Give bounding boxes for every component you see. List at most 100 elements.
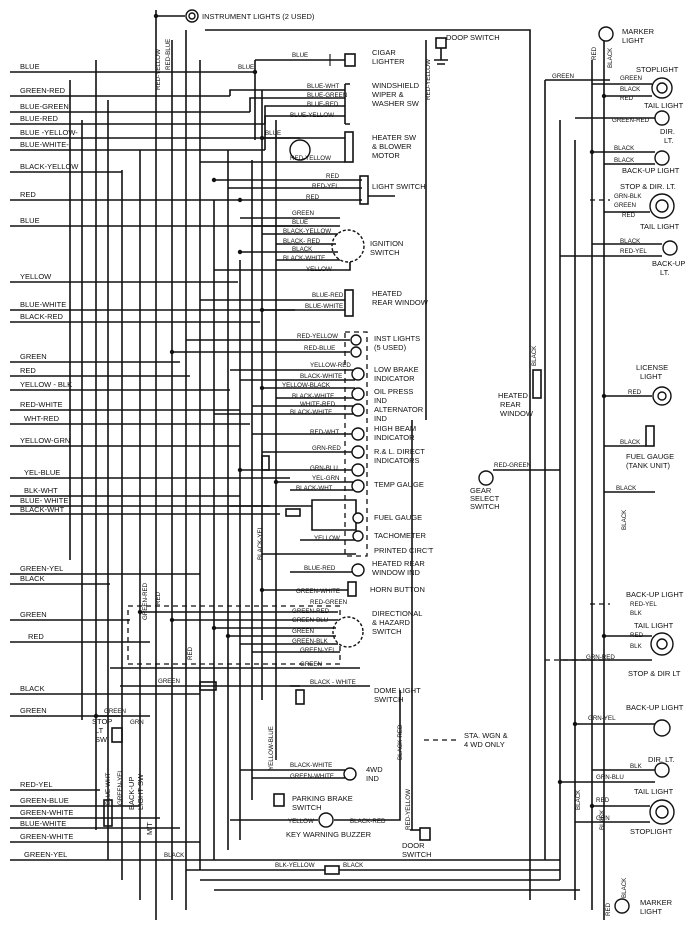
wire-label: GRN-YEL — [588, 715, 616, 722]
wire-label: GREEN-YEL — [24, 850, 67, 859]
backup-light-sw-label-2: LIGHT SW — [136, 773, 145, 810]
wire-label: BLACK- RED — [283, 238, 321, 245]
wire-label: BLK — [630, 643, 643, 650]
instrument-lights-label: INSTRUMENT LIGHTS (2 USED) — [202, 12, 315, 21]
wire-label: BLUE-RED — [312, 292, 344, 299]
stoplight-top-label: STOPLIGHT — [636, 65, 679, 74]
rbl-label-2: INDICATORS — [374, 456, 420, 465]
fuel-tank-label-2: (TANK UNIT) — [626, 461, 671, 470]
wire-label: GREEN — [620, 75, 642, 82]
wire-label: YELLOW — [314, 535, 340, 542]
wire-label: BLACK-YEL — [257, 525, 264, 560]
backup-lt-label-2: LT. — [660, 268, 669, 277]
inst-lights-label-1: INST LIGHTS — [374, 334, 420, 343]
heated-rear-ind-label-1: HEATED REAR — [372, 559, 425, 568]
wire-label: BLACK-WHITE — [292, 393, 334, 400]
right-feeds — [560, 83, 662, 823]
parking-brake-label-2: SWITCH — [292, 803, 322, 812]
wire-label: RED — [155, 591, 162, 605]
wire-label: GREEN — [158, 678, 180, 685]
license-label-1: LICENSE — [636, 363, 668, 372]
cigar-label-1: CIGAR — [372, 48, 396, 57]
wire-label: BLUE — [20, 216, 40, 225]
hrw-right-label-2: REAR — [500, 400, 521, 409]
gear-select-label-3: SWITCH — [470, 502, 500, 511]
wire-label: BLACK — [599, 809, 606, 830]
door-switch-bottom-label-2: SWITCH — [402, 850, 432, 859]
wire-label: BLACK-WHITE — [290, 762, 332, 769]
high-beam-label-2: INDICATOR — [374, 433, 415, 442]
wire-label: GREEN-WHITE — [296, 588, 340, 595]
wire-label: BLACK-YELLOW — [20, 162, 79, 171]
wiper-label-1: WINDSHIELD — [372, 81, 420, 90]
wire-label: BLACK-RED — [20, 312, 64, 321]
wire-label: RED — [628, 389, 642, 396]
wire-label: BLUE-WHT — [307, 83, 340, 90]
ignition-label-1: IGNITION — [370, 239, 403, 248]
hrw-right-label-1: HEATED — [498, 391, 528, 400]
stop-dir-top-label: STOP & DIR. LT. — [620, 182, 676, 191]
wire-label: GREEN-BLUE — [20, 796, 69, 805]
wire-label: GREEN-YEL — [117, 769, 124, 805]
parking-brake-and-buzzer: PARKING BRAKE SWITCH YELLOW BLACK-RED BL… — [230, 690, 404, 839]
heater-label-3: MOTOR — [372, 151, 400, 160]
horn-button: GREEN-WHITE HORN BUTTON — [262, 581, 425, 597]
wire-label: RED — [187, 646, 194, 660]
heated-rear-window: BLUE-RED BLUE-WHITE HEATED REAR WINDOW — [200, 289, 429, 317]
wire-label: RED-YELLOW — [297, 333, 338, 340]
wire-label: BLUE-RED — [304, 565, 336, 572]
tail-light2-label: TAIL LIGHT — [640, 222, 680, 231]
directional-label-1: DIRECTIONAL — [372, 609, 422, 618]
door-switch-top-label: DOOP SWITCH — [446, 33, 500, 42]
wire-label: GREEN-BLK — [292, 638, 329, 645]
sta-wgn-label-1: STA. WGN & — [464, 731, 508, 740]
wire-label: BLACK — [620, 238, 641, 245]
wire-label: WHT-RED — [24, 414, 60, 423]
wire-label: GRN — [596, 815, 610, 822]
wire-label: GREEN — [300, 661, 322, 668]
license-label-2: LIGHT — [640, 372, 663, 381]
wire-label: RED-YELLOW — [290, 155, 331, 162]
heated-rear-ind-label-2: WINDOW IND — [372, 568, 420, 577]
wire-label: BLACK — [575, 789, 582, 810]
wire-label: GREEN-RED — [292, 608, 330, 615]
directional-hazard-switch: RED-GREEN GREEN-RED GREEN-BLU GREEN GREE… — [110, 582, 422, 669]
stop-dir-r2-label: STOP & DIR LT — [628, 669, 681, 678]
left-feeds — [10, 71, 300, 861]
hrw-right-label-3: WINDOW — [500, 409, 534, 418]
wire-label: WHITE-RED — [300, 401, 336, 408]
fourwd-indicator: BLACK-WHITE GREEN-WHITE YELLOW-BLUE 4WD … — [240, 726, 508, 783]
wire-label: BLACK — [20, 574, 45, 583]
marker-bottom-label-1: MARKER — [640, 898, 673, 907]
fourwd-label-1: 4WD — [366, 765, 383, 774]
backup-lt-label-1: BACK-UP — [652, 259, 685, 268]
heater-label-2: & BLOWER — [372, 142, 412, 151]
wire-label: BLK — [630, 610, 643, 617]
wire-label: BLACK — [621, 877, 628, 898]
gear-select-label-1: GEAR — [470, 486, 492, 495]
heated-rear-window-label-1: HEATED — [372, 289, 402, 298]
cigar-label-2: LIGHTER — [372, 57, 405, 66]
wire-label: BLUE-WHITE- — [20, 140, 69, 149]
wire-label: BLACK — [607, 47, 614, 68]
wire-label: BLACK — [531, 345, 538, 366]
wire-label: YELLOW — [288, 818, 314, 825]
wire-label: RED — [20, 366, 36, 375]
light-switch: RED RED-YEL RED LIGHT SWITCH — [214, 173, 426, 205]
wire-label: BLACK-WHT — [20, 505, 65, 514]
fuel-gauge-label: FUEL GAUGE — [374, 513, 422, 522]
wire-label: BLACK — [614, 157, 635, 164]
backup-top-label: BACK-UP LIGHT — [622, 166, 680, 175]
wire-label: YELLOW-GRN — [20, 436, 70, 445]
wire-label: BLACK — [614, 145, 635, 152]
wire-label: RED — [630, 632, 644, 639]
wire-label: YEL-BLUE — [24, 468, 60, 477]
fourwd-label-2: IND — [366, 774, 380, 783]
wire-label: GREEN-WHITE — [20, 808, 73, 817]
alternator-label-1: ALTERNATOR — [374, 405, 424, 414]
wire-label: BLUE-GREEN — [20, 102, 69, 111]
right-wire-labels: GREEN RED BLACK GREEN BLACK RED GREEN-RE… — [494, 46, 657, 916]
wire-label: GREEN-WHITE — [20, 832, 73, 841]
wire-label: GRN-RED — [312, 445, 341, 452]
wire-label: BLACK-RED — [350, 818, 386, 825]
